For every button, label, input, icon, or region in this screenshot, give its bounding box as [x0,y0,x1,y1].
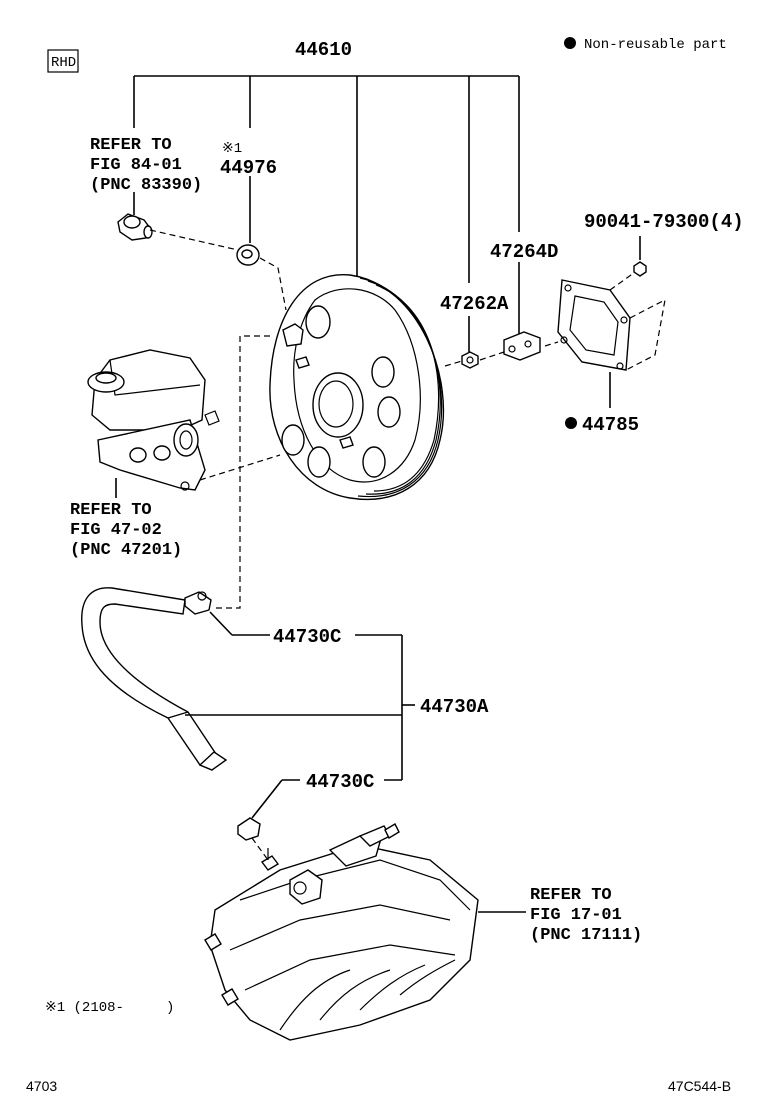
non-reusable-bullet-icon [564,37,576,49]
non-reusable-bullet-icon [565,417,577,429]
ref-47-line2: FIG 47-02 [70,521,162,540]
leader-master-cylinder [199,454,281,481]
footnote: ※1 (2108- ) [45,1000,174,1016]
ref-84-line2: FIG 84-01 [90,156,182,175]
part-44785-label: 44785 [582,414,639,436]
intake-manifold-icon [204,823,479,1041]
legend-text: Non-reusable part [584,37,727,53]
rhd-badge: RHD [47,49,79,73]
check-valve-icon [117,213,153,241]
clevis-icon [503,331,541,361]
ref-fig-17-01: REFER TO FIG 17-01 (PNC 17111) [530,886,642,945]
leader-gasket-bolts [544,269,666,371]
part-90041-label: 90041-79300(4) [584,211,744,233]
bracket-44730A [185,611,415,819]
nut-icon [633,261,647,277]
rhd-label: RHD [51,55,76,71]
ref-47-line1: REFER TO [70,501,152,520]
leader-clevis [444,351,505,367]
footer-left: 4703 [26,1078,57,1094]
ref-fig-47-02: REFER TO FIG 47-02 (PNC 47201) [70,501,182,560]
leader-hose-connect [215,335,270,609]
part-47264D-label: 47264D [490,241,558,263]
hose-clamp-icon [184,591,212,615]
part-44730C-lower-label: 44730C [306,771,374,793]
part-47262A-label: 47262A [440,293,509,315]
part-44730A-label: 44730A [420,696,489,718]
brake-booster-icon [269,274,445,500]
ref-17-line1: REFER TO [530,886,612,905]
legend: Non-reusable part [564,37,727,53]
ref-47-line3: (PNC 47201) [70,541,182,560]
leader-check-valve [149,229,287,311]
nut-icon [461,351,479,369]
part-44610-label: 44610 [295,39,352,61]
bracket-44610 [133,75,520,352]
leader-manifold-port [251,837,269,861]
part-44976-label: 44976 [220,157,277,179]
footer-right: 47C544-B [668,1078,731,1094]
ref-17-line3: (PNC 17111) [530,926,642,945]
ref-fig-84-01: REFER TO FIG 84-01 (PNC 83390) [90,136,202,195]
hose-clamp-icon [237,817,261,841]
vacuum-hose-icon [81,587,228,771]
master-cylinder-icon [87,349,220,491]
part-44730C-upper-label: 44730C [273,626,341,648]
ref-84-line3: (PNC 83390) [90,176,202,195]
ref-84-line1: REFER TO [90,136,172,155]
gasket-icon [557,279,631,371]
ref-17-line2: FIG 17-01 [530,906,622,925]
grommet-icon [236,244,260,266]
part-44976-note: ※1 [222,141,242,157]
